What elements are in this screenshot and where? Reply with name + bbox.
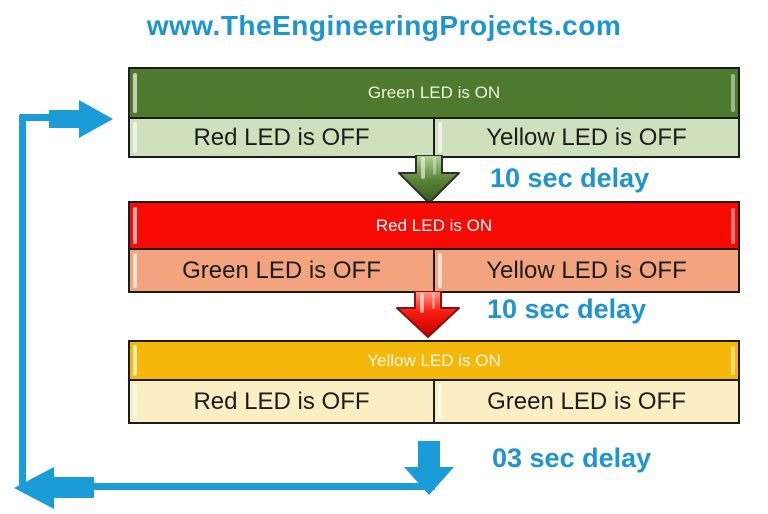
green-off-left-label: Red LED is OFF [130,119,433,156]
green-down-arrow-icon [398,155,460,204]
yellow-off-right-label: Green LED is OFF [435,381,738,422]
yellow-off-left-label: Red LED is OFF [130,381,433,422]
loop-line-vertical [19,115,26,490]
red-down-arrow-icon [396,291,460,338]
yellow-on-label: Yellow LED is ON [130,342,738,379]
red-on-label: Red LED is ON [130,203,738,248]
green-off-right-label: Yellow LED is OFF [435,119,738,156]
loop-line-top [20,114,56,121]
delay-label-green: 10 sec delay [490,163,650,193]
loop-line-bottom [20,483,435,490]
red-off-left-label: Green LED is OFF [130,250,433,291]
state-box-green: Green LED is ON Red LED is OFF Yellow LE… [128,67,740,158]
loop-arrow-right-icon [49,100,113,138]
site-title: www.TheEngineeringProjects.com [146,10,622,41]
green-on-label: Green LED is ON [130,69,738,117]
state-box-yellow: Yellow LED is ON Red LED is OFF Green LE… [128,340,740,424]
loop-arrow-down-icon [404,441,454,495]
loop-arrow-left-icon [14,467,94,509]
red-off-right-label: Yellow LED is OFF [435,250,738,291]
delay-label-red: 10 sec delay [487,294,647,324]
state-box-red: Red LED is ON Green LED is OFF Yellow LE… [128,201,740,293]
delay-label-yellow: 03 sec delay [492,443,652,473]
